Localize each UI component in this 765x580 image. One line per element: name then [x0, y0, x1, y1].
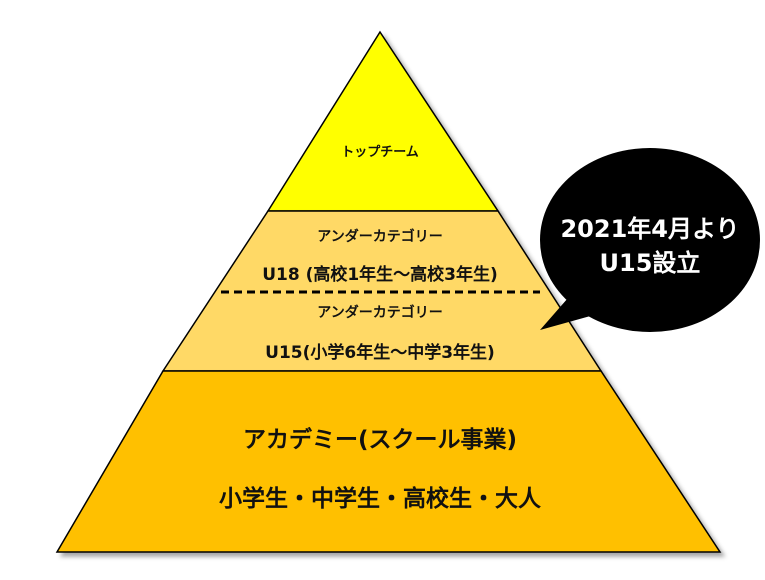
- callout-tail: [540, 290, 612, 330]
- u15-category-label: アンダーカテゴリー: [317, 305, 443, 321]
- u15-detail-label: U15(小学6年生～中学3年生): [265, 343, 495, 363]
- u18-category-label: アンダーカテゴリー: [317, 229, 443, 245]
- callout-line-2: U15設立: [599, 249, 701, 277]
- callout-line-1: 2021年4月より: [560, 215, 740, 243]
- u18-detail-label: U18 (高校1年生～高校3年生): [262, 265, 498, 285]
- academy-title-label: アカデミー(スクール事業): [242, 427, 518, 453]
- academy-detail-label: 小学生・中学生・高校生・大人: [219, 486, 541, 512]
- callout-ellipse: [540, 148, 760, 332]
- top-team-label: トップチーム: [341, 145, 419, 160]
- pyramid-academy-tier: [55, 370, 722, 553]
- pyramid-top-tier: [266, 30, 500, 212]
- callout-bubble: [540, 148, 760, 332]
